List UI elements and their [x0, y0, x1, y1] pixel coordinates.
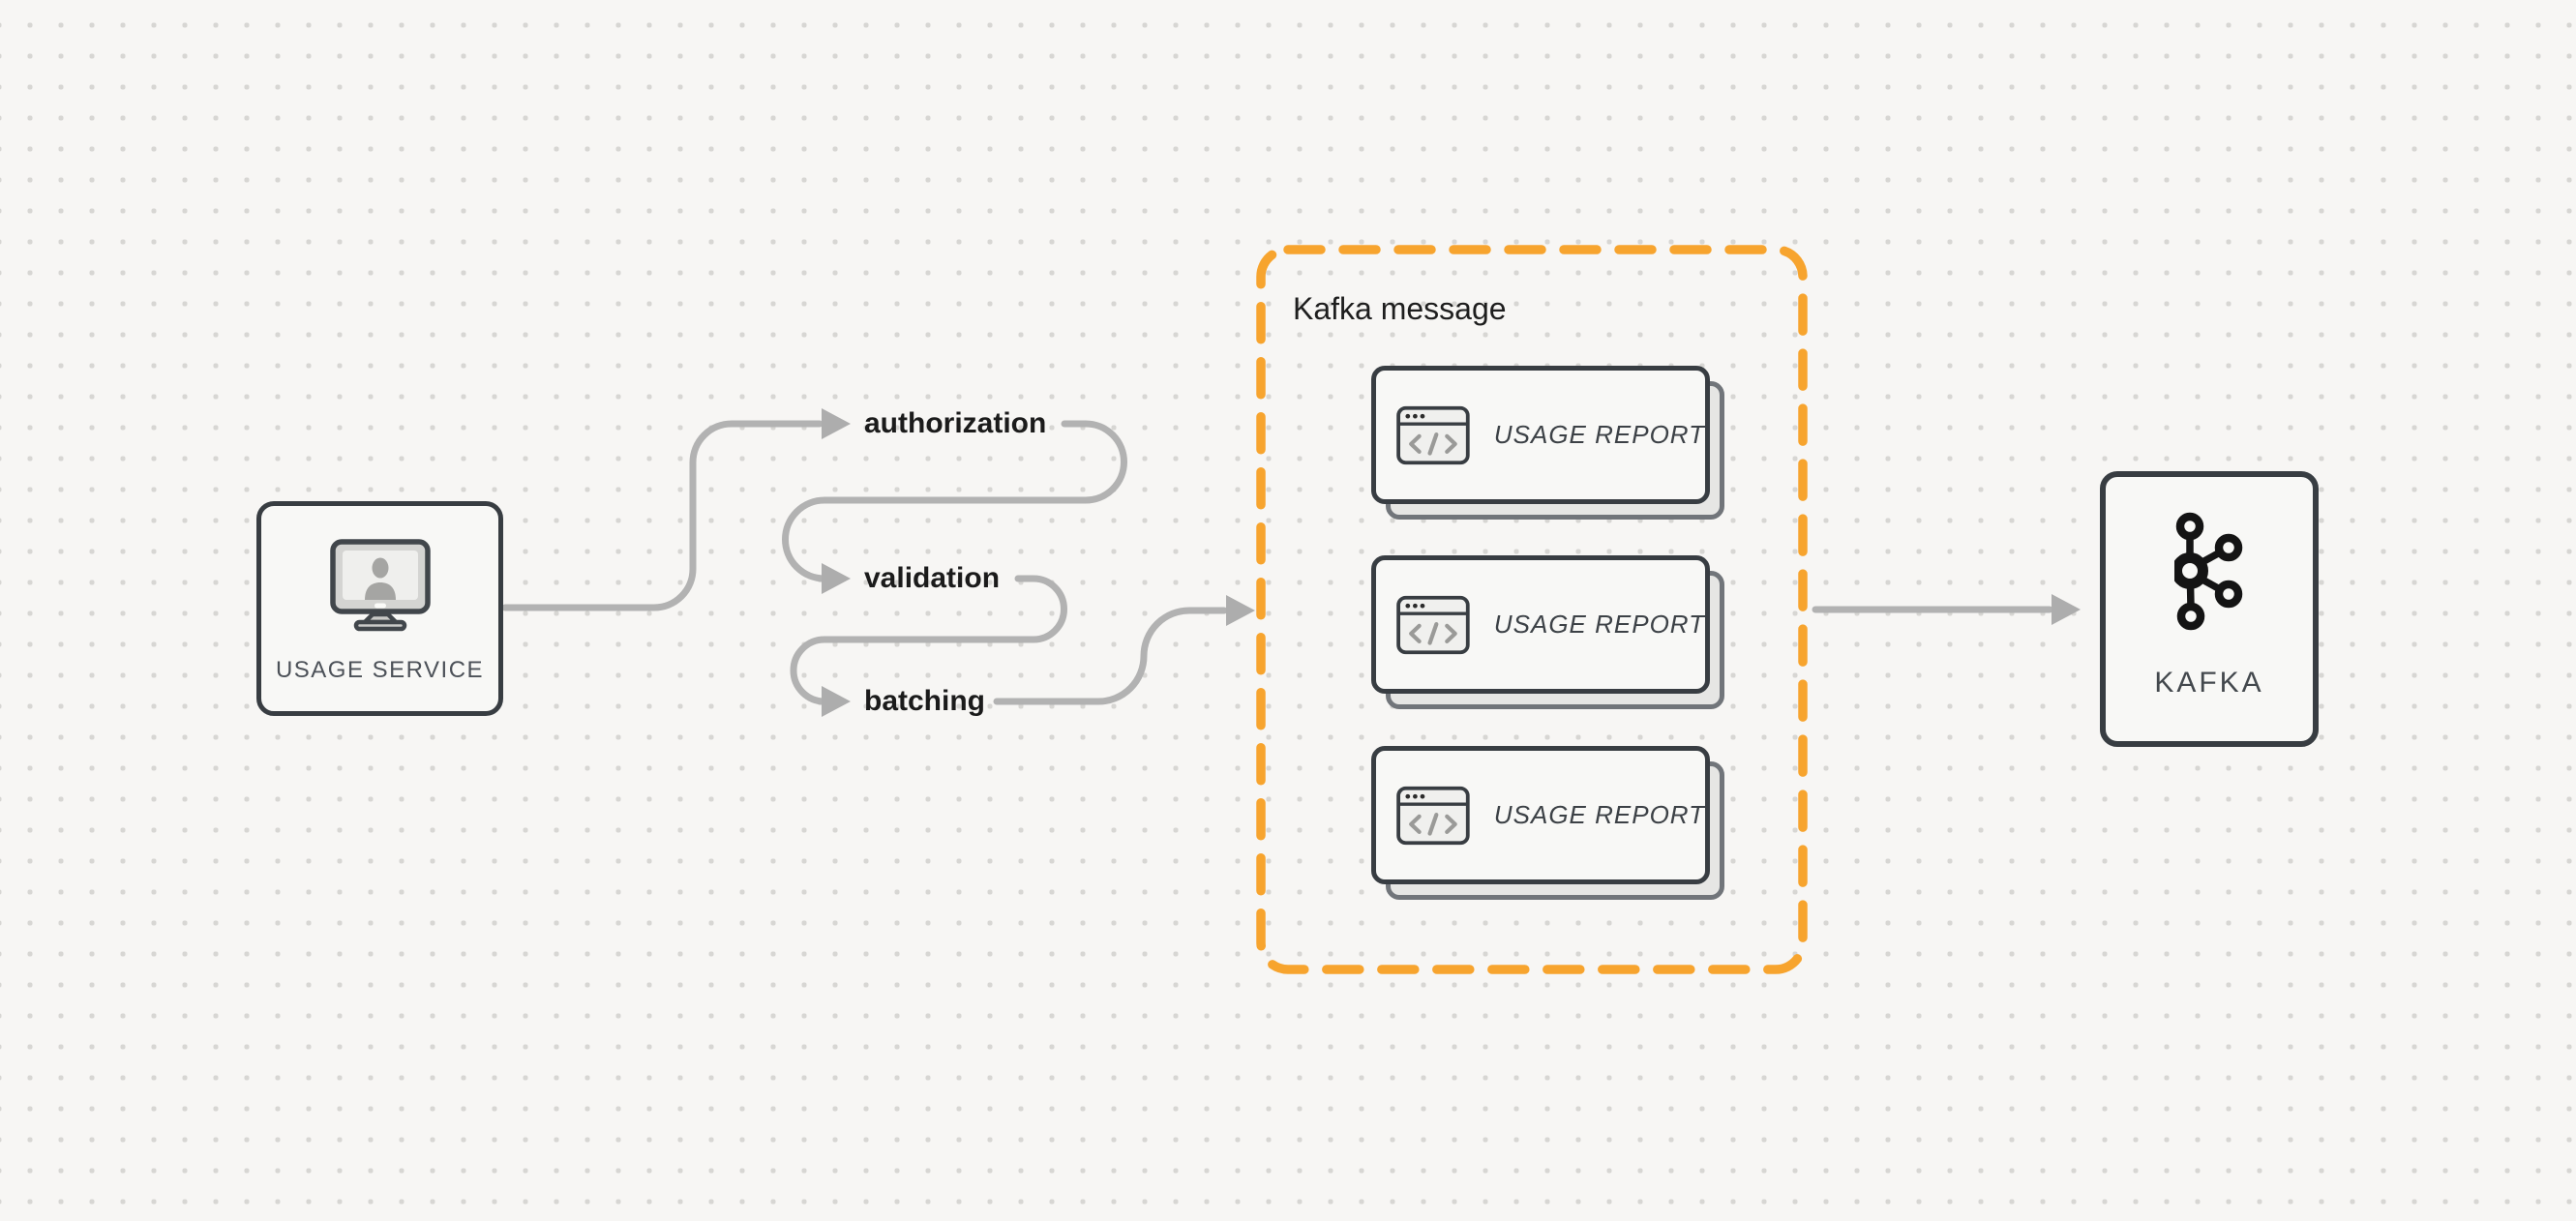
usage-report-card: USAGE REPORT [1371, 366, 1724, 520]
step-validation: validation [864, 562, 1001, 594]
node-kafka-label: KAFKA [2154, 667, 2264, 699]
node-usage-service: USAGE SERVICE [256, 501, 503, 716]
usage-report-label: USAGE REPORT [1493, 800, 1705, 829]
arrow-icon [1226, 595, 1255, 626]
arrow-icon [822, 686, 851, 717]
connector-usage-to-authorization [501, 420, 824, 611]
usage-report-card: USAGE REPORT [1371, 555, 1724, 709]
connector-validation-to-batching [790, 575, 1067, 705]
connector-authorization-to-validation [782, 420, 1127, 582]
step-batching: batching [864, 685, 985, 717]
node-kafka: KAFKA [2100, 471, 2319, 747]
usage-report-card: USAGE REPORT [1371, 746, 1724, 900]
browser-code-icon [1396, 405, 1470, 464]
browser-code-icon [1396, 786, 1470, 845]
kafka-message-title: Kafka message [1293, 291, 1507, 326]
arrow-icon [2052, 594, 2081, 625]
monitor-user-icon [329, 539, 431, 632]
arrow-icon [822, 408, 851, 439]
connector-batching-to-kafka-message [993, 607, 1228, 705]
kafka-message-boundary [1256, 245, 1808, 974]
usage-report-label: USAGE REPORT [1493, 420, 1705, 449]
step-authorization: authorization [864, 407, 1047, 439]
node-usage-service-label: USAGE SERVICE [275, 657, 485, 683]
kafka-logo-icon [2174, 512, 2243, 631]
usage-report-label: USAGE REPORT [1493, 610, 1705, 639]
browser-code-icon [1396, 595, 1470, 654]
arrow-icon [822, 563, 851, 594]
